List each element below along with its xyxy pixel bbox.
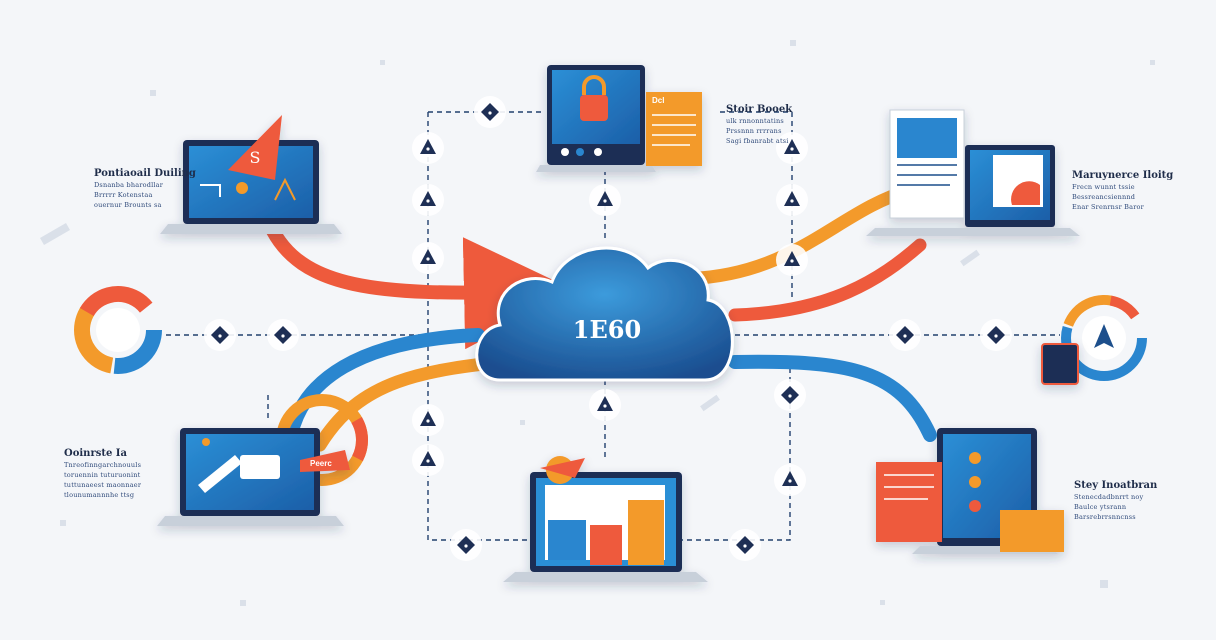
warning-icon [412, 242, 444, 274]
diamond-node-icon [889, 319, 921, 351]
banner-text: Peerc [310, 459, 332, 468]
left-donut [74, 286, 162, 374]
label-line: tuttunaeest maonnaer [64, 481, 142, 489]
label-line: Brrrrr Kotenstaa [94, 191, 153, 199]
flow-blue-left [283, 328, 485, 447]
label-line: Barsrebrrsnncnss [1074, 513, 1136, 521]
warning-icon [412, 132, 444, 164]
laptop-bottom-center [503, 456, 708, 582]
chat-icon [240, 455, 280, 479]
label-line: ulk rnnonntatins [726, 117, 784, 125]
label-line: Stenecdadbnrrt noy [1074, 493, 1144, 501]
laptop-top-right [866, 109, 1080, 236]
label-title: Ooinrste Ia [64, 448, 127, 459]
label-title: Maruynerce Iloitg [1072, 170, 1174, 181]
laptop-top-left: S [160, 115, 342, 234]
label-top-right: Maruynerce Iloitg Frecn wunnt tssie Bess… [1072, 170, 1173, 211]
warning-icon [776, 184, 808, 216]
warning-icon [589, 184, 621, 216]
label-line: ouernur Brounts sa [94, 201, 162, 209]
pen-icon [198, 455, 242, 493]
label-line: Sagi fbanrabt atsi [726, 137, 789, 145]
label-line: Bessreancsiennnd [1072, 193, 1136, 201]
diamond-node-icon [204, 319, 236, 351]
warning-icon [228, 115, 282, 180]
label-line: Frecn wunnt tssie [1072, 183, 1135, 191]
warning-icon [412, 404, 444, 436]
label-top-center: Stoir Booek ulk rnnonntatins Prssnnn rrr… [726, 104, 792, 145]
label-line: Prssnnn rrrrans [726, 127, 782, 135]
screen-glyph: S [250, 148, 261, 167]
laptop-bottom-left: Peerc [157, 428, 350, 526]
warning-icon [412, 444, 444, 476]
diamond-node-icon [450, 529, 482, 561]
warning-icon [776, 244, 808, 276]
label-line: Enar Srenrnsr Baror [1072, 203, 1144, 211]
node-markers [204, 96, 1012, 561]
flow-arrows [263, 183, 937, 452]
label-bottom-right: Stey Inoatbran Stenecdadbnrrt noy Baulce… [1074, 480, 1157, 521]
label-line: Baulce ytsrann [1074, 503, 1127, 511]
laptop-bottom-right [876, 343, 1079, 554]
central-cloud: 1E60 [475, 246, 734, 382]
diamond-node-icon [980, 319, 1012, 351]
flow-red-top-left [263, 218, 576, 350]
warning-icon [412, 184, 444, 216]
label-title: Pontiaoail Duiling [94, 168, 196, 179]
flow-orange-top-right [693, 183, 917, 285]
label-title: Stey Inoatbran [1074, 480, 1158, 491]
side-card [646, 92, 702, 166]
laptop-top-center: Dcl [536, 65, 702, 172]
hub-label: 1E60 [573, 315, 641, 344]
label-line: tlounumannnhe ttsg [64, 491, 135, 499]
label-line: Tnreofinngarchnouuls [64, 461, 142, 469]
warning-icon [774, 464, 806, 496]
rocket-icon [1094, 324, 1114, 348]
label-top-left: Pontiaoail Duiling Dsnanba bharodllar Br… [94, 168, 196, 209]
flow-red-right [728, 238, 927, 322]
side-card-text: Dcl [652, 96, 664, 105]
label-line: Dsnanba bharodllar [94, 181, 164, 189]
gear-icon [236, 182, 248, 194]
diamond-node-icon [774, 379, 806, 411]
padlock-icon [580, 95, 608, 121]
label-line: toruennin tuturuonint [64, 471, 141, 479]
diamond-node-icon [474, 96, 506, 128]
flow-blue-right [728, 354, 937, 442]
dashed-connectors [166, 111, 1060, 541]
label-title: Stoir Booek [726, 104, 793, 115]
background-speckles [40, 40, 1155, 606]
warning-icon [589, 389, 621, 421]
label-bottom-left: Ooinrste Ia Tnreofinngarchnouuls toruenn… [64, 448, 157, 499]
diamond-node-icon [729, 529, 761, 561]
warning-icon [776, 132, 808, 164]
diamond-node-icon [267, 319, 299, 351]
